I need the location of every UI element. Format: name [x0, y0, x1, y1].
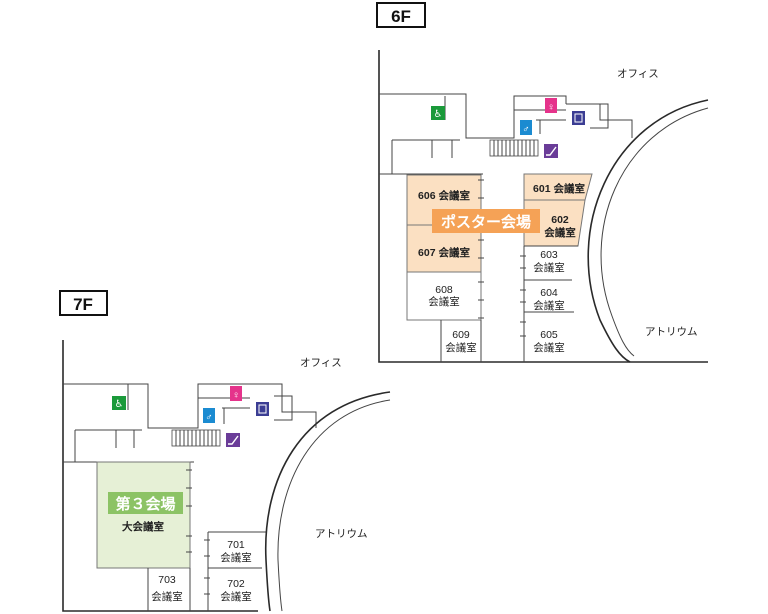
escalator-icon — [226, 433, 240, 447]
room-606-label: 606 会議室 — [418, 189, 470, 202]
office-label-6f: オフィス — [617, 68, 659, 80]
room-701-label: 会議室 — [220, 551, 252, 564]
atrium-label-7f: アトリウム — [315, 528, 368, 540]
svg-text:♂: ♂ — [522, 124, 530, 135]
room-603-label: 会議室 — [533, 261, 565, 274]
room-701-number: 701 — [227, 539, 245, 551]
poster-venue-label: ポスター会場 — [441, 213, 531, 231]
elevator-icon — [256, 402, 269, 416]
male-toilet-icon: ♂ — [520, 120, 532, 135]
escalator-icon — [544, 144, 558, 158]
stairs-icon — [489, 139, 539, 157]
floor-7f-label: 7F — [59, 290, 108, 316]
room-605-number: 605 — [540, 329, 558, 341]
female-toilet-icon: ♀ — [545, 98, 557, 113]
room-603-number: 603 — [540, 249, 558, 261]
accessible-toilet-icon: ♿ — [431, 106, 445, 120]
male-toilet-icon: ♂ — [203, 408, 215, 423]
floor-7f: 7F ♿ — [59, 290, 391, 612]
elevator-icon — [572, 111, 585, 125]
room-large-conference — [96, 461, 191, 569]
svg-text:♿: ♿ — [434, 109, 443, 120]
office-label-7f: オフィス — [300, 357, 342, 369]
female-toilet-icon: ♀ — [230, 386, 242, 401]
room-703-number: 703 — [158, 574, 176, 586]
room-609-label: 会議室 — [445, 341, 477, 354]
room-702-number: 702 — [227, 578, 245, 590]
hall-3-tag: 第３会場 — [108, 492, 183, 514]
room-602-label: 会議室 — [544, 226, 576, 239]
svg-text:♀: ♀ — [232, 390, 240, 401]
accessible-toilet-icon: ♿ — [112, 396, 126, 410]
room-608-label: 会議室 — [428, 295, 460, 308]
floor-7f-label-text: 7F — [73, 295, 93, 314]
svg-text:♿: ♿ — [115, 399, 124, 410]
svg-text:♂: ♂ — [205, 412, 213, 423]
poster-venue-tag: ポスター会場 — [432, 209, 540, 233]
room-605-label: 会議室 — [533, 341, 565, 354]
room-609-number: 609 — [452, 329, 470, 341]
stairs-icon — [171, 429, 221, 447]
floor-6f: 6F — [376, 2, 709, 363]
room-607-label: 607 会議室 — [418, 246, 470, 259]
room-604-number: 604 — [540, 287, 558, 299]
room-604-label: 会議室 — [533, 299, 565, 312]
floor-6f-label: 6F — [376, 2, 426, 28]
svg-text:♀: ♀ — [547, 102, 555, 113]
floor-6f-label-text: 6F — [391, 7, 411, 26]
room-702-label: 会議室 — [220, 590, 252, 603]
atrium-label-6f: アトリウム — [645, 326, 698, 338]
room-602-number: 602 — [551, 214, 569, 226]
hall-3-label: 第３会場 — [115, 495, 175, 513]
room-608 — [406, 271, 482, 321]
large-conference-label: 大会議室 — [122, 520, 164, 533]
room-601-label: 601 会議室 — [533, 182, 585, 195]
room-608-number: 608 — [435, 284, 453, 296]
room-703-label: 会議室 — [151, 590, 183, 603]
